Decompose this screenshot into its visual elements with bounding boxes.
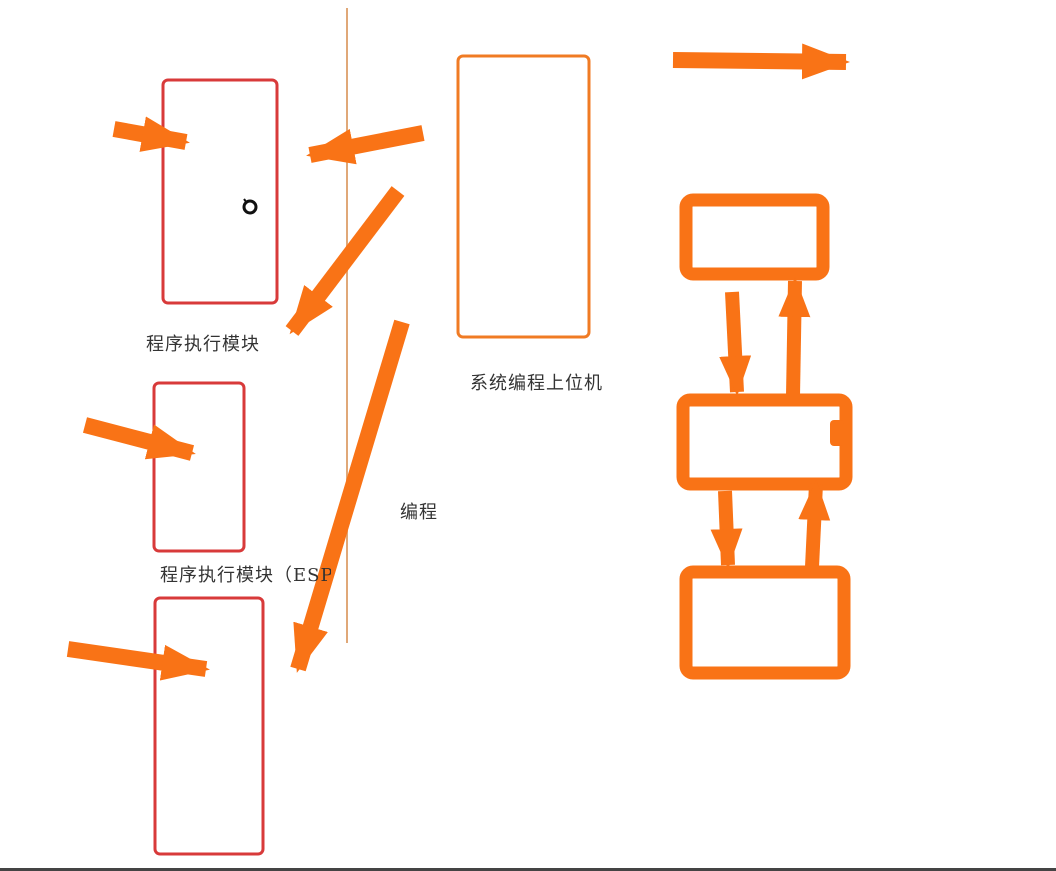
execution-module-esp-label: 程序执行模块（ESP <box>160 565 331 586</box>
standalone-arrow <box>672 43 850 80</box>
stack-box-top <box>679 193 830 281</box>
execution-module-box-3 <box>153 596 265 856</box>
cursor-ring-icon <box>242 198 258 215</box>
bottom-rule <box>0 868 1056 871</box>
stack-box-middle <box>676 393 853 491</box>
host-computer-label: 系统编程上位机 <box>470 373 603 394</box>
input-arrow-2 <box>82 417 196 461</box>
programming-label: 编程 <box>400 502 438 523</box>
stack-arrow-down-2 <box>710 490 743 569</box>
host-to-module-arrow-3 <box>290 319 410 673</box>
execution-module-label: 程序执行模块 <box>146 334 260 355</box>
host-to-module-arrow-1 <box>306 125 425 165</box>
host-computer-box <box>456 54 591 339</box>
execution-module-box-2 <box>152 381 246 553</box>
stack-arrow-up-1 <box>778 277 811 397</box>
input-arrow-1 <box>112 116 190 152</box>
execution-module-box-1 <box>161 78 279 305</box>
input-arrow-3 <box>66 641 210 681</box>
stack-arrow-up-2 <box>798 480 831 568</box>
stack-arrow-down-1 <box>719 291 752 396</box>
stack-box-bottom <box>679 565 851 680</box>
stack-box-notch <box>830 420 844 446</box>
host-to-module-arrow-2 <box>285 186 405 336</box>
